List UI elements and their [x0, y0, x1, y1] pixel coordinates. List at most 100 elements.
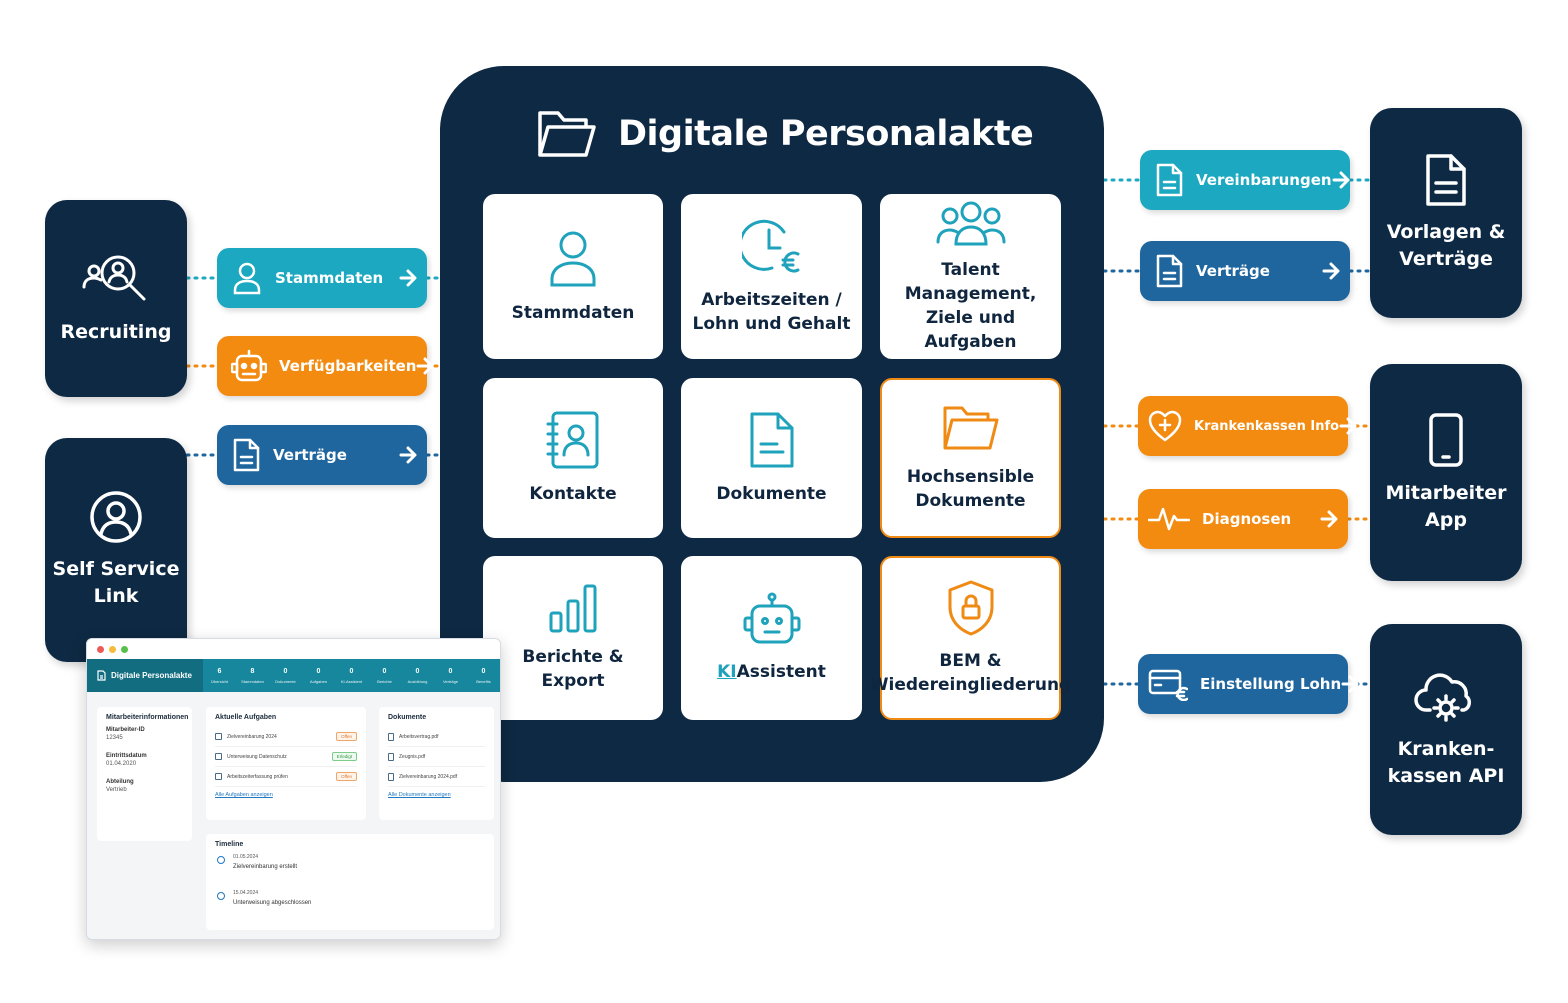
pulse-icon — [1148, 507, 1190, 531]
tab-count: 0 — [316, 667, 321, 675]
task-text: Zielvereinbarung 2024 — [227, 733, 277, 740]
module-hochsensible-dokumente[interactable]: Hochsensible Dokumente — [880, 378, 1061, 538]
heart-plus-icon — [1148, 410, 1182, 442]
checkbox[interactable] — [215, 773, 222, 780]
tab-name: Verträge — [442, 678, 459, 684]
tab-count: 0 — [349, 667, 354, 675]
module-berichte-export[interactable]: Berichte & Export — [483, 556, 663, 720]
panel-mitarbeiterinformationen: Mitarbeiterinformationen Mitarbeiter-ID … — [97, 707, 192, 841]
target-krankenkassen-api[interactable]: Kranken- kassen API — [1370, 624, 1522, 835]
document-name: Arbeitsvertrag.pdf — [399, 733, 439, 740]
arrow-right-icon — [1322, 262, 1340, 280]
task-text: Arbeitszeiterfassung prüfen — [227, 773, 288, 780]
pill-stammdaten[interactable]: Stammdaten — [217, 248, 427, 308]
tab-count: 0 — [382, 667, 387, 675]
pill-vertraege-left[interactable]: Verträge — [217, 425, 427, 485]
module-dokumente[interactable]: Dokumente — [681, 378, 862, 538]
pill-label: Vereinbarungen — [1196, 171, 1332, 189]
module-label: Talent Management, Ziele und Aufgaben — [904, 259, 1037, 352]
module-ki-assistent[interactable]: KIAssistent — [681, 556, 862, 720]
module-stammdaten[interactable]: Stammdaten — [483, 194, 663, 359]
pill-vereinbarungen[interactable]: Vereinbarungen — [1140, 150, 1350, 210]
pill-vertraege-right[interactable]: Verträge — [1140, 241, 1350, 301]
tab-count: 0 — [448, 667, 453, 675]
module-talent-management[interactable]: Talent Management, Ziele und Aufgaben — [880, 194, 1061, 359]
panel-title: Timeline — [215, 841, 244, 848]
tab-name: Übersicht — [211, 678, 228, 684]
document-icon — [233, 438, 260, 472]
recruiting-search-icon — [82, 255, 146, 301]
pill-krankenkassen-info[interactable]: Krankenkassen Info — [1138, 396, 1357, 456]
arrow-right-icon — [416, 357, 434, 375]
panel-title: Mitarbeiterinformationen — [106, 714, 189, 721]
maximize-dot-icon[interactable] — [121, 645, 128, 653]
checkbox[interactable] — [215, 753, 222, 760]
document-row[interactable]: Zielvereinbarung 2024.pdf — [388, 767, 485, 787]
tab-name: Ausbildung — [407, 678, 428, 684]
target-vorlagen-vertraege[interactable]: Vorlagen & Verträge — [1370, 108, 1522, 318]
checkbox[interactable] — [215, 733, 222, 740]
target-mitarbeiter-app[interactable]: Mitarbeiter App — [1370, 364, 1522, 581]
pill-diagnosen[interactable]: Diagnosen — [1138, 489, 1348, 549]
all-documents-link[interactable]: Alle Dokumente anzeigen — [388, 792, 451, 798]
pill-einstellung-lohn[interactable]: Einstellung Lohn — [1138, 654, 1359, 714]
hub-title: Digitale Personalakte — [618, 114, 1034, 154]
field-label: Eintrittsdatum — [106, 753, 147, 759]
module-bem-wiedereingliederung[interactable]: BEM & Wiedereingliederung — [870, 556, 1071, 720]
pill-label: Verträge — [1196, 262, 1270, 280]
cloud-gear-icon — [1414, 672, 1471, 722]
module-kontakte[interactable]: Kontakte — [483, 378, 663, 538]
app-brand[interactable]: Digitale Personalakte — [87, 659, 203, 692]
team-icon — [936, 201, 1005, 245]
source-recruiting[interactable]: Recruiting — [45, 200, 187, 397]
timeline-dot-icon — [217, 892, 225, 900]
tab-name: Aufgaben — [309, 678, 328, 684]
tab-count: 0 — [481, 667, 486, 675]
file-icon — [388, 752, 394, 761]
krankenkassen-api-label: Kranken- kassen API — [1387, 737, 1505, 787]
source-self-service-link[interactable]: Self Service Link — [45, 438, 187, 662]
tab-name: Stammdaten — [241, 678, 264, 684]
user-icon — [233, 262, 261, 295]
all-tasks-link[interactable]: Alle Aufgaben anzeigen — [215, 792, 273, 798]
module-label: Berichte & Export — [522, 647, 624, 691]
file-icon — [388, 772, 394, 781]
arrow-right-icon — [1320, 510, 1338, 528]
tab-name: Benefits — [476, 678, 491, 684]
pill-label: Verfügbarkeiten — [279, 357, 417, 375]
pill-verfuegbarkeiten[interactable]: Verfügbarkeiten — [217, 336, 434, 396]
tab-name: Dokumente — [275, 678, 296, 684]
timeline-date: 15.04.2024 — [233, 890, 259, 896]
document-row[interactable]: Zeugnis.pdf — [388, 747, 485, 767]
document-icon — [1156, 254, 1183, 288]
shield-lock-icon — [948, 580, 993, 636]
close-dot-icon[interactable] — [97, 645, 104, 653]
clock-euro-icon — [741, 219, 799, 272]
module-arbeitszeiten[interactable]: Arbeitszeiten / Lohn und Gehalt — [681, 194, 862, 359]
panel-title: Dokumente — [388, 714, 427, 721]
minimize-dot-icon[interactable] — [109, 645, 116, 653]
pill-label: Diagnosen — [1202, 510, 1292, 528]
panel-title: Aktuelle Aufgaben — [215, 714, 277, 721]
document-row[interactable]: Arbeitsvertrag.pdf — [388, 727, 485, 747]
window-titlebar — [87, 639, 500, 659]
self-service-label: Self Service Link — [52, 558, 180, 607]
arrow-right-icon — [1339, 417, 1357, 435]
module-label: Stammdaten — [511, 302, 635, 323]
